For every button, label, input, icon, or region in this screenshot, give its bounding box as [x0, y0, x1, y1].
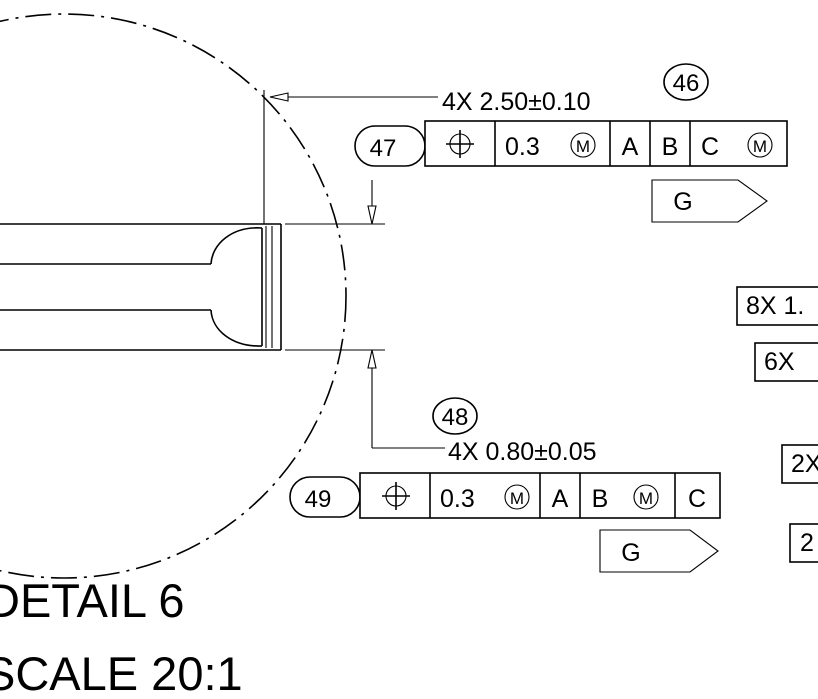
fcf-bottom-datum-a: A — [552, 485, 569, 513]
position-symbol-icon — [446, 130, 474, 158]
fcf-top-datum-c-modifier: M — [753, 137, 767, 156]
flag-g-top-label: G — [673, 188, 692, 216]
dimension-text-bottom: 4X 0.80±0.05 — [448, 438, 597, 466]
flag-g-top: G — [651, 179, 768, 223]
detail-boundary-circle — [0, 13, 347, 579]
fcf-top-datum-b: B — [662, 133, 679, 161]
flag-g-bottom: G — [599, 529, 719, 573]
dimension-text-top: 4X 2.50±0.10 — [442, 88, 591, 116]
part-slot-geometry — [0, 223, 282, 351]
fcf-bottom-modifier: M — [510, 489, 524, 508]
feature-control-frame-bottom: 49 0.3 M A B M C — [289, 472, 721, 519]
fcf-top-tolerance: 0.3 — [505, 133, 540, 161]
mmc-modifier-icon — [570, 132, 596, 158]
fragment-6x: 6X — [764, 348, 795, 376]
fcf-bottom-datum-b: B — [592, 485, 609, 513]
mmc-modifier-icon — [504, 484, 530, 510]
position-symbol-icon — [382, 482, 410, 510]
leader-dim-2-50 — [263, 90, 438, 224]
balloon-48: 48 — [432, 397, 478, 435]
fragment-2x: 2X — [791, 450, 818, 478]
fcf-bottom-tolerance: 0.3 — [440, 485, 475, 513]
fcf-top-datum-a: A — [622, 133, 639, 161]
detail-title: DETAIL 6 — [0, 574, 185, 627]
fcf-top-modifier: M — [576, 137, 590, 156]
balloon-47-label: 47 — [370, 135, 397, 162]
balloon-46-label: 46 — [673, 70, 700, 97]
fragment-8x: 8X 1. — [746, 292, 804, 320]
mmc-modifier-icon — [747, 132, 773, 158]
fragment-2: 2 — [800, 529, 814, 557]
fcf-top-datum-c: C — [701, 133, 719, 161]
balloon-49-label: 49 — [305, 486, 332, 513]
mmc-modifier-icon — [633, 484, 659, 510]
extension-lines-0-80 — [285, 180, 445, 449]
feature-control-frame-top: 47 0.3 M A B C M — [354, 120, 788, 167]
detail-scale: SCALE 20:1 — [0, 647, 243, 699]
fcf-bottom-datum-b-modifier: M — [639, 489, 653, 508]
fcf-bottom-datum-c: C — [688, 485, 706, 513]
balloon-46: 46 — [663, 63, 709, 101]
balloon-48-label: 48 — [442, 404, 469, 431]
right-edge-fragments: 8X 1. 6X 2X 2 — [736, 286, 818, 563]
flag-g-bottom-label: G — [621, 539, 640, 567]
